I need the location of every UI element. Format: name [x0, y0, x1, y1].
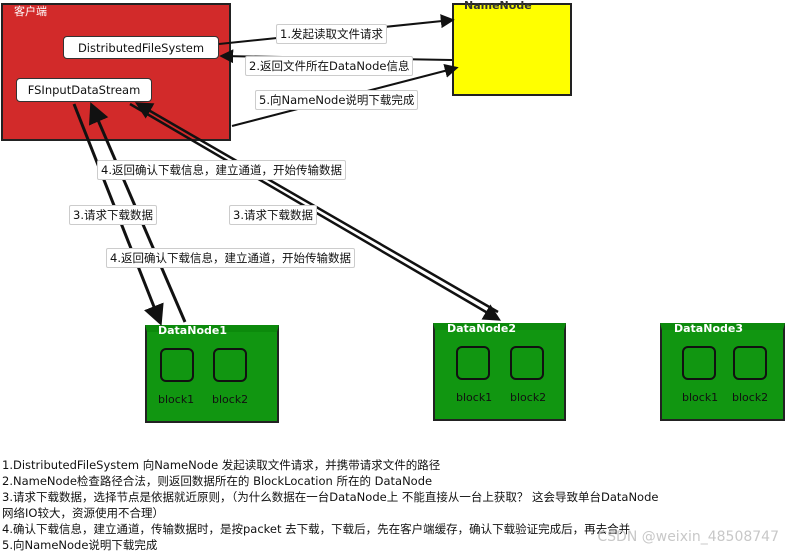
fs-input-data-stream-box: FSInputDataStream: [16, 78, 152, 102]
datanode3-block2: [733, 346, 767, 380]
datanode3-title: DataNode3: [674, 322, 743, 335]
datanode3-block1: [682, 346, 716, 380]
label-step2: 2.返回文件所在DataNode信息: [245, 56, 414, 76]
label-step1: 1.发起读取文件请求: [276, 24, 387, 44]
datanode2-title: DataNode2: [447, 322, 516, 335]
client-box: [1, 3, 231, 141]
datanode1-block2: [213, 348, 247, 382]
datanode2-block1-label: block1: [456, 391, 493, 404]
note-line-4: 网络IO较大，资源使用不合理）: [2, 506, 164, 520]
client-title: 客户端: [14, 5, 47, 18]
label-step5: 5.向NameNode说明下载完成: [255, 90, 419, 110]
namenode-box: [452, 3, 572, 96]
note-line-2: 2.NameNode检查路径合法，则返回数据所在的 BlockLocation …: [2, 474, 433, 488]
label-step3b: 3.请求下载数据: [229, 205, 317, 225]
label-step3a: 3.请求下载数据: [69, 205, 157, 225]
datanode1-block2-label: block2: [212, 393, 249, 406]
arrow-datanode2-to-stream: [134, 102, 499, 314]
datanode2-block2: [510, 346, 544, 380]
watermark: CSDN @weixin_48508747: [597, 529, 779, 545]
distributed-file-system-box: DistributedFileSystem: [63, 36, 219, 59]
datanode1-block1: [160, 348, 194, 382]
notes-block: 1.DistributedFileSystem 向NameNode 发起读取文件…: [2, 457, 782, 553]
note-line-3: 3.请求下载数据，选择节点是依据就近原则，（为什么数据在一台DataNode上 …: [2, 490, 659, 504]
note-line-1: 1.DistributedFileSystem 向NameNode 发起读取文件…: [2, 458, 441, 472]
note-line-5: 4.确认下载信息，建立通道，传输数据时，是按packet 去下载，下载后，先在客…: [2, 522, 631, 536]
datanode1-title: DataNode1: [158, 324, 227, 337]
datanode3-block1-label: block1: [682, 391, 719, 404]
datanode2-block2-label: block2: [510, 391, 547, 404]
label-step4a: 4.返回确认下载信息，建立通道，开始传输数据: [97, 160, 346, 180]
datanode3-block2-label: block2: [732, 391, 769, 404]
note-line-6: 5.向NameNode说明下载完成: [2, 538, 158, 552]
datanode1-block1-label: block1: [158, 393, 195, 406]
namenode-title: NameNode: [464, 0, 532, 12]
label-step4b: 4.返回确认下载信息，建立通道，开始传输数据: [106, 248, 355, 268]
datanode2-block1: [456, 346, 490, 380]
